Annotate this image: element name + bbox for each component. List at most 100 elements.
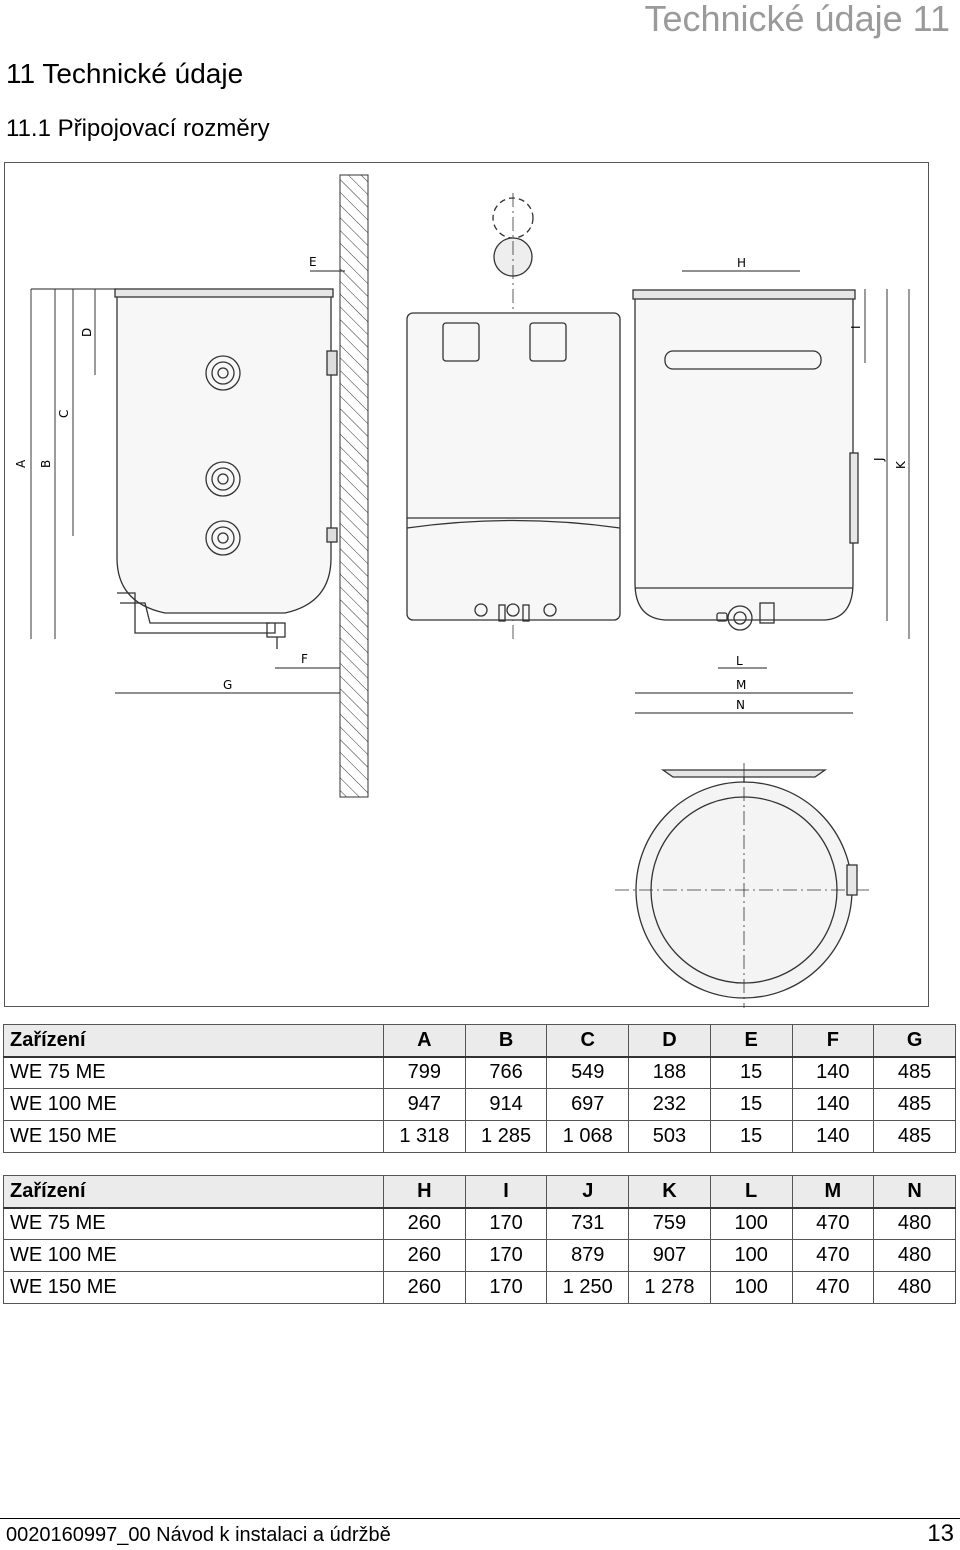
table-cell: 170	[464, 1271, 548, 1304]
dim-label-d: D	[80, 328, 94, 337]
right-view-heater	[632, 289, 859, 631]
table-cell: WE 150 ME	[3, 1271, 384, 1304]
dim-label-n: N	[736, 698, 745, 712]
column-header: I	[464, 1175, 548, 1209]
column-header: L	[709, 1175, 793, 1209]
table-cell: 879	[546, 1239, 630, 1272]
table-cell: 1 318	[383, 1120, 466, 1153]
dimension-labels: A B C D E F G H I J K L M N	[14, 255, 908, 712]
connection-dimensions-figure: A B C D E F G H I J K L M N	[4, 162, 929, 1008]
table-cell: 232	[628, 1088, 711, 1121]
dim-label-b: B	[39, 460, 53, 468]
table-cell: WE 75 ME	[3, 1207, 384, 1240]
side-view-heater	[114, 288, 338, 649]
table-cell: 15	[709, 1056, 793, 1089]
column-header: A	[383, 1024, 466, 1058]
dim-label-g: G	[223, 678, 232, 692]
table-header-row: Zařízení A B C D E F G	[3, 1024, 956, 1058]
table-cell: 1 250	[546, 1271, 630, 1304]
chapter-title: 11 Technické údaje	[6, 58, 244, 89]
table-row: WE 100 ME 947 914 697 232 15 140 485	[3, 1088, 956, 1121]
column-header: N	[873, 1175, 956, 1209]
table-cell: 100	[709, 1239, 793, 1272]
table-cell: 260	[383, 1239, 466, 1272]
section-title: 11.1 Připojovací rozměry	[6, 115, 270, 142]
table-cell: WE 150 ME	[3, 1120, 384, 1153]
table-row: WE 100 ME 260 170 879 907 100 470 480	[3, 1239, 956, 1272]
column-header: H	[383, 1175, 466, 1209]
footer-document-id: 0020160997_00 Návod k instalaci a údržbě	[6, 1524, 391, 1546]
table-cell: 947	[383, 1088, 466, 1121]
table-row: WE 150 ME 260 170 1 250 1 278 100 470 48…	[3, 1271, 956, 1304]
wall-hatch	[339, 174, 369, 798]
table-cell: 260	[383, 1271, 466, 1304]
page-number: 13	[927, 1520, 954, 1547]
table-cell: 485	[873, 1056, 956, 1089]
column-header: F	[791, 1024, 875, 1058]
column-header: G	[873, 1024, 956, 1058]
dim-label-e: E	[309, 255, 317, 269]
table-cell: 470	[791, 1207, 875, 1240]
dimensions-table-h-n: Zařízení H I J K L M N WE 75 ME 260 170 …	[3, 1175, 956, 1304]
footer-divider	[0, 1518, 960, 1519]
dim-label-a: A	[14, 459, 28, 468]
table-cell: WE 100 ME	[3, 1239, 384, 1272]
table-cell: 470	[791, 1239, 875, 1272]
column-header: C	[546, 1024, 630, 1058]
table-cell: 480	[873, 1239, 956, 1272]
dimension-lines	[30, 270, 910, 714]
table-cell: 799	[383, 1056, 466, 1089]
technical-drawing: A B C D E F G H I J K L M N	[14, 174, 910, 1008]
table-cell: 485	[873, 1088, 956, 1121]
table-cell: WE 100 ME	[3, 1088, 384, 1121]
table-cell: 170	[464, 1239, 548, 1272]
table-cell: 470	[791, 1271, 875, 1304]
table-cell: 766	[464, 1056, 548, 1089]
dim-label-i: I	[849, 325, 863, 329]
table-cell: 914	[464, 1088, 548, 1121]
column-header: B	[464, 1024, 548, 1058]
dim-label-h: H	[737, 256, 746, 270]
table-cell: 907	[628, 1239, 711, 1272]
dim-label-c: C	[57, 410, 71, 418]
table-cell: 100	[709, 1207, 793, 1240]
table-cell: 1 068	[546, 1120, 630, 1153]
table-cell: 549	[546, 1056, 630, 1089]
column-header: D	[628, 1024, 711, 1058]
table-cell: 1 285	[464, 1120, 548, 1153]
table-cell: 1 278	[628, 1271, 711, 1304]
table-cell: 480	[873, 1271, 956, 1304]
top-view-heater	[615, 763, 873, 1008]
front-view-heater	[406, 193, 621, 643]
dim-label-f: F	[301, 652, 308, 666]
table-cell: 260	[383, 1207, 466, 1240]
table-cell: 15	[709, 1120, 793, 1153]
dim-label-j: J	[872, 457, 886, 462]
table-cell: 100	[709, 1271, 793, 1304]
table-header-row: Zařízení H I J K L M N	[3, 1175, 956, 1209]
table-row: WE 75 ME 799 766 549 188 15 140 485	[3, 1056, 956, 1089]
column-header: E	[709, 1024, 793, 1058]
column-header: K	[628, 1175, 711, 1209]
table-row: WE 150 ME 1 318 1 285 1 068 503 15 140 4…	[3, 1120, 956, 1153]
table-cell: 170	[464, 1207, 548, 1240]
column-header: M	[791, 1175, 875, 1209]
column-header: Zařízení	[3, 1175, 384, 1209]
column-header: J	[546, 1175, 630, 1209]
running-header: Technické údaje 11	[644, 0, 950, 39]
table-cell: WE 75 ME	[3, 1056, 384, 1089]
dim-label-l: L	[736, 654, 743, 668]
table-cell: 485	[873, 1120, 956, 1153]
table-cell: 140	[791, 1120, 875, 1153]
table-cell: 140	[791, 1088, 875, 1121]
table-cell: 503	[628, 1120, 711, 1153]
column-header: Zařízení	[3, 1024, 384, 1058]
table-cell: 731	[546, 1207, 630, 1240]
dimensions-table-a-g: Zařízení A B C D E F G WE 75 ME 799 766 …	[3, 1024, 956, 1153]
table-cell: 759	[628, 1207, 711, 1240]
table-cell: 15	[709, 1088, 793, 1121]
table-cell: 140	[791, 1056, 875, 1089]
table-cell: 188	[628, 1056, 711, 1089]
table-cell: 697	[546, 1088, 630, 1121]
table-cell: 480	[873, 1207, 956, 1240]
